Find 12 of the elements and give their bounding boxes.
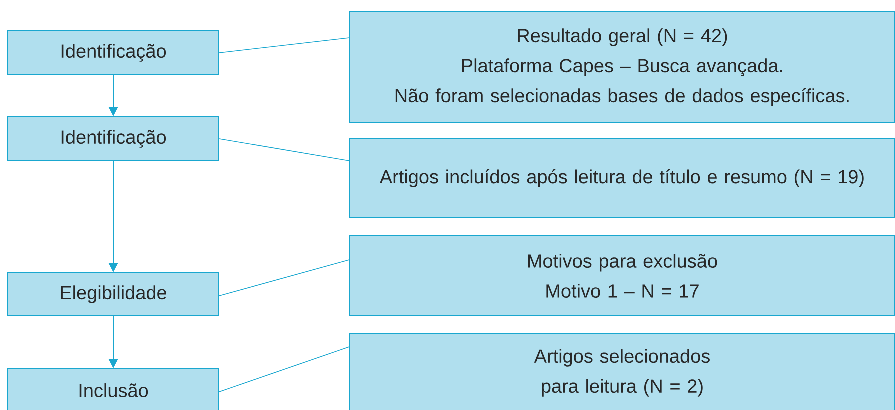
stage-box: Identificação bbox=[8, 116, 220, 162]
leader-line bbox=[219, 138, 350, 162]
stage-box: Identificação bbox=[8, 30, 220, 76]
stage-box: Elegibilidade bbox=[8, 272, 220, 316]
leader-line bbox=[219, 38, 350, 54]
result-box: Resultado geral (N = 42) Plataforma Capes – Busca avançada. Não foram selecionadas bases de dados específicas. bbox=[350, 12, 895, 124]
leader-line bbox=[219, 346, 350, 392]
result-box: Artigos incluídos após leitura de título e resumo (N = 19) bbox=[350, 138, 895, 218]
result-box: Artigos selecionados para leitura (N = 2) bbox=[350, 334, 895, 410]
stage-box: Inclusão bbox=[8, 368, 220, 410]
leader-line bbox=[219, 260, 350, 296]
result-box: Motivos para exclusão Motivo 1 – N = 17 bbox=[350, 236, 895, 316]
